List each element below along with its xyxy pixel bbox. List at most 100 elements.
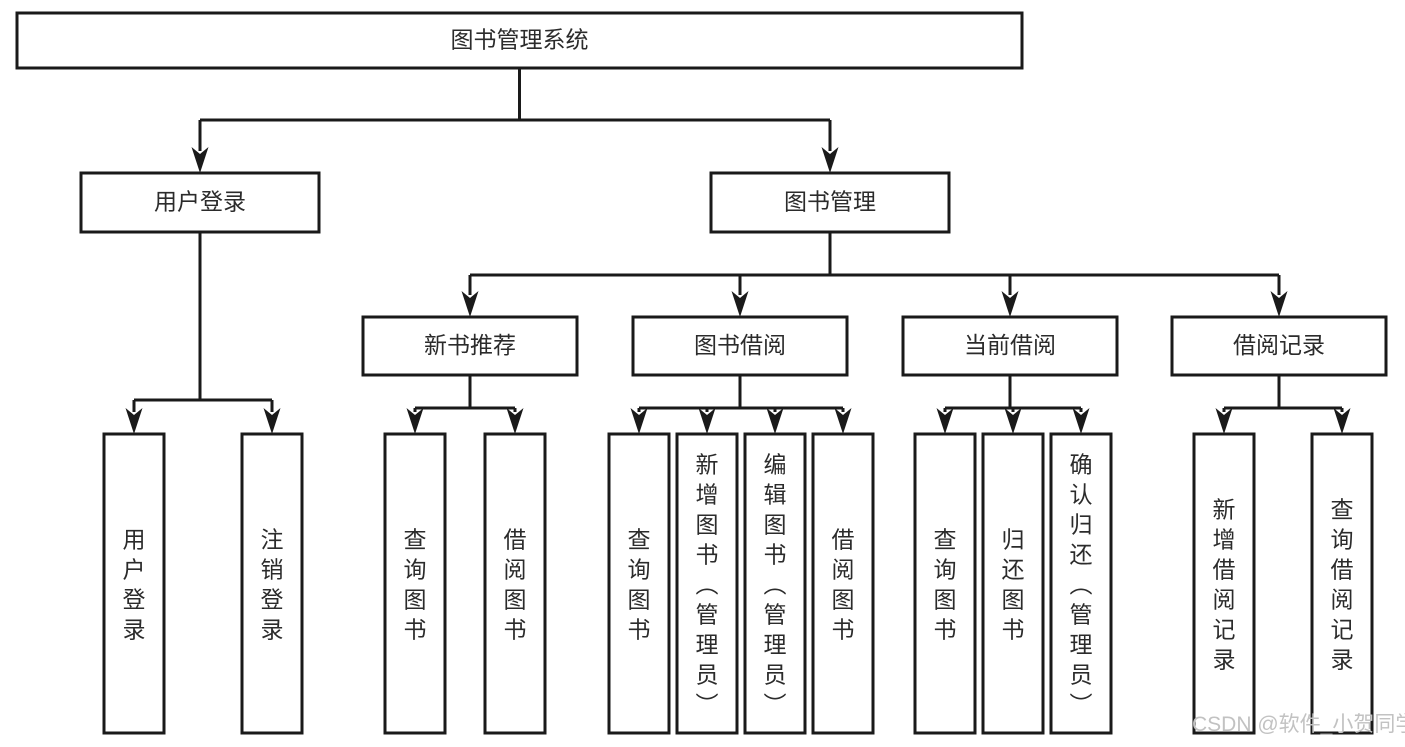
node-current-borrow[interactable]: 当前借阅 (901, 315, 1119, 377)
node-leaf-borrow-book-1[interactable]: 借阅图书 (483, 432, 547, 735)
node-label: 借阅图书 (504, 527, 527, 643)
node-label-char: 新 (696, 452, 719, 478)
arrow-head-icon (1333, 408, 1351, 434)
csdn-watermark: CSDN @软件_小贺同学 (1192, 713, 1405, 736)
node-label-char: ︶ (764, 692, 787, 718)
node-leaf-borrow-book-2[interactable]: 借阅图书 (811, 432, 875, 735)
node-label-char: 书 (404, 617, 427, 643)
node-box[interactable] (79, 171, 321, 234)
node-box[interactable] (102, 432, 166, 735)
node-leaf-user-logout[interactable]: 注销登录 (240, 432, 304, 735)
node-box[interactable] (709, 171, 951, 234)
node-label-char: 还 (1070, 542, 1093, 568)
node-box[interactable] (361, 315, 579, 377)
node-label-char: 询 (1331, 527, 1354, 553)
node-box[interactable] (811, 432, 875, 735)
node-label-char: 阅 (1331, 587, 1354, 613)
node-box[interactable] (607, 432, 671, 735)
node-box[interactable] (383, 432, 447, 735)
node-label-char: ︵ (1070, 572, 1093, 598)
node-label-char: 理 (764, 632, 787, 658)
node-label: 新增借阅记录 (1213, 497, 1236, 673)
node-label-char: 询 (404, 557, 427, 583)
node-label-char: 员 (764, 662, 787, 688)
node-box[interactable] (743, 432, 807, 735)
node-label-char: 阅 (832, 557, 855, 583)
node-box[interactable] (240, 432, 304, 735)
node-label-char: 图 (696, 512, 719, 538)
connector-group-current-borrow (936, 375, 1090, 434)
node-box[interactable] (631, 315, 849, 377)
node-label-char: 认 (1070, 482, 1093, 508)
node-label-char: 图 (628, 587, 651, 613)
node-label-char: 借 (1331, 557, 1354, 583)
node-label-char: 书 (832, 617, 855, 643)
node-label: 图书管理系统 (451, 27, 589, 53)
node-leaf-query-book-1[interactable]: 查询图书 (383, 432, 447, 735)
node-label-char: 员 (696, 662, 719, 688)
node-label-char: 书 (1002, 617, 1025, 643)
node-label: 用户登录 (123, 527, 146, 643)
arrow-head-icon (406, 408, 424, 434)
node-layer: 图书管理系统用户登录图书管理新书推荐图书借阅当前借阅借阅记录用户登录注销登录查询… (15, 11, 1388, 735)
node-user-login[interactable]: 用户登录 (79, 171, 321, 234)
node-label-char: 借 (832, 527, 855, 553)
node-book-borrow[interactable]: 图书借阅 (631, 315, 849, 377)
node-label-char: 阅 (504, 557, 527, 583)
node-label-char: 管 (1070, 602, 1093, 628)
node-leaf-query-book-2[interactable]: 查询图书 (607, 432, 671, 735)
node-label-char: 编 (764, 452, 787, 478)
node-root[interactable]: 图书管理系统 (15, 11, 1024, 70)
node-box[interactable] (981, 432, 1045, 735)
node-box[interactable] (483, 432, 547, 735)
arrow-head-icon (263, 408, 281, 434)
node-label: 查询图书 (934, 527, 957, 643)
node-label-char: 阅 (1213, 587, 1236, 613)
node-book-manage[interactable]: 图书管理 (709, 171, 951, 234)
node-label: 归还图书 (1002, 527, 1025, 643)
node-label-char: 书 (934, 617, 957, 643)
node-box[interactable] (1310, 432, 1374, 735)
node-label-char: 管 (696, 602, 719, 628)
node-leaf-add-book[interactable]: 新增图书︵管理员︶ (675, 432, 739, 735)
node-label-char: 查 (1331, 497, 1354, 523)
arrow-head-icon (1004, 408, 1022, 434)
node-label-char: 归 (1002, 527, 1025, 553)
connector-group-user-login (125, 232, 281, 434)
node-leaf-return-book[interactable]: 归还图书 (981, 432, 1045, 735)
node-leaf-confirm-return[interactable]: 确认归还︵管理员︶ (1049, 432, 1113, 735)
node-box[interactable] (901, 315, 1119, 377)
node-label: 新书推荐 (424, 332, 516, 358)
node-label-char: 图 (934, 587, 957, 613)
node-label-char: ︵ (764, 572, 787, 598)
node-label-char: 图 (832, 587, 855, 613)
node-box[interactable] (1192, 432, 1256, 735)
node-label-char: 辑 (764, 482, 787, 508)
node-leaf-edit-book[interactable]: 编辑图书︵管理员︶ (743, 432, 807, 735)
node-label-char: 书 (764, 542, 787, 568)
node-label: 借阅图书 (832, 527, 855, 643)
node-leaf-query-record[interactable]: 查询借阅记录 (1310, 432, 1374, 735)
node-leaf-add-record[interactable]: 新增借阅记录 (1192, 432, 1256, 735)
connector-group-book-borrow (630, 375, 852, 434)
node-box[interactable] (15, 11, 1024, 70)
node-new-book-recommend[interactable]: 新书推荐 (361, 315, 579, 377)
node-box[interactable] (1170, 315, 1388, 377)
node-label-char: 登 (261, 587, 284, 613)
node-label-char: 注 (261, 527, 284, 553)
node-label-char: ︶ (696, 692, 719, 718)
node-label-char: 还 (1002, 557, 1025, 583)
node-box[interactable] (1049, 432, 1113, 735)
node-label: 查询图书 (628, 527, 651, 643)
node-label: 注销登录 (261, 527, 284, 643)
node-label-char: 查 (404, 527, 427, 553)
node-box[interactable] (913, 432, 977, 735)
node-borrow-record[interactable]: 借阅记录 (1170, 315, 1388, 377)
node-leaf-user-login[interactable]: 用户登录 (102, 432, 166, 735)
arrow-head-icon (461, 291, 479, 317)
node-box[interactable] (675, 432, 739, 735)
connector-group-book-manage (461, 232, 1288, 317)
node-leaf-query-book-3[interactable]: 查询图书 (913, 432, 977, 735)
arrow-head-icon (1001, 291, 1019, 317)
